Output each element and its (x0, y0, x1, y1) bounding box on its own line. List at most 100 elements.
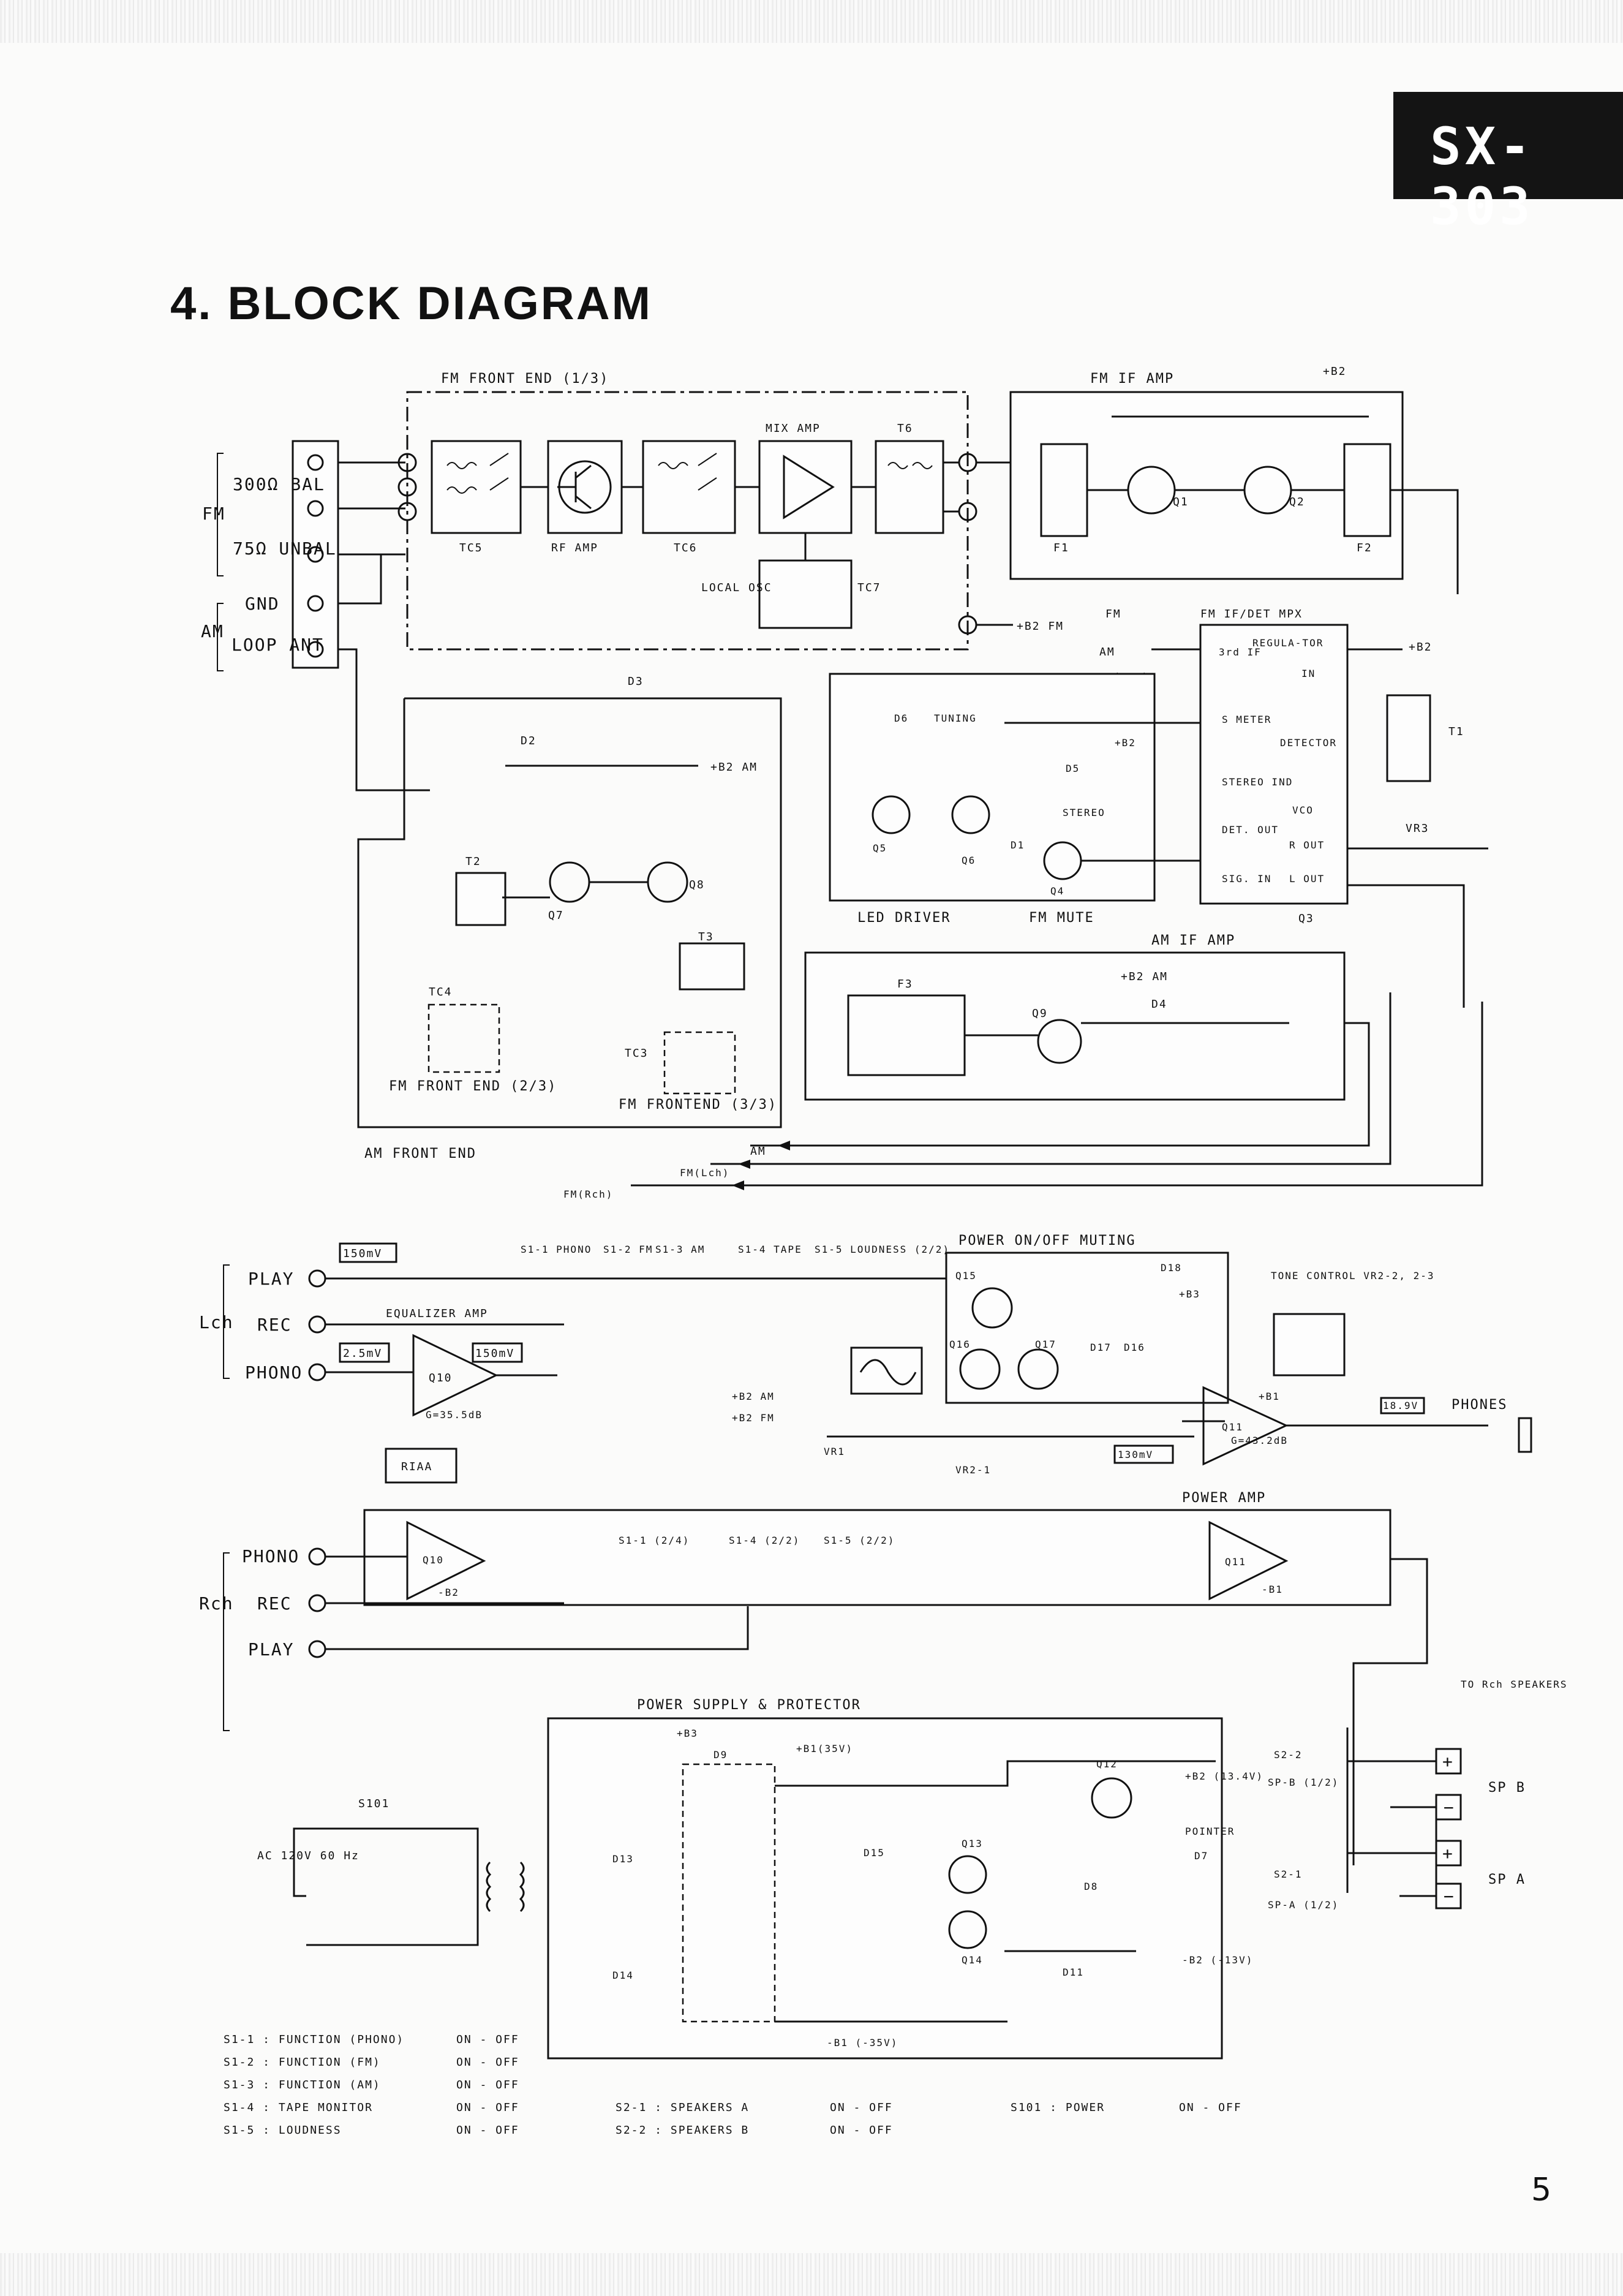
r-s1-4-label: S1-4 (2/2) (729, 1535, 800, 1546)
pin-3rdif: 3rd IF (1219, 646, 1262, 658)
fm-if-amp: FM IF AMP +B2 F1 F2 Q1 Q2 (976, 365, 1459, 594)
t6-label: T6 (897, 422, 913, 435)
rq11-b1-label: -B1 (1262, 1584, 1283, 1595)
ant-gnd-label: GND (245, 594, 280, 614)
legend-state-4: ON - OFF (456, 2124, 519, 2137)
ps-nb2-label: -B2 (-13V) (1182, 1954, 1253, 1966)
ps-b1-label: +B1(35V) (796, 1743, 853, 1754)
am-if-amp: AM IF AMP F3 Q9 D4 +B2 AM AM FM(Lch) FM(… (563, 933, 1483, 1200)
ant-unbal-label: 75Ω UNBAL (233, 538, 337, 559)
mute-b3-label: +B3 (1179, 1288, 1200, 1300)
rch-rec-label: REC (257, 1593, 292, 1614)
vr1-label: VR1 (824, 1446, 845, 1457)
d1-label: D1 (1011, 839, 1025, 851)
model-tag: SX-303 (1393, 92, 1623, 236)
q6-label: Q6 (962, 855, 976, 866)
pointer-label: POINTER (1185, 1826, 1235, 1837)
ant-bal-label: 300Ω BAL (233, 474, 325, 494)
svg-text:−: − (1444, 1797, 1455, 1818)
q12-label: Q12 (1096, 1758, 1118, 1770)
tc5-label: TC5 (459, 542, 483, 554)
d17-label: D17 (1090, 1342, 1112, 1353)
scan-noise-top (0, 0, 1623, 43)
eq-amp-label: EQUALIZER AMP (386, 1307, 488, 1320)
q2-label: Q2 (1289, 496, 1305, 508)
d16-label: D16 (1124, 1342, 1145, 1353)
page-title: 4. BLOCK DIAGRAM (170, 278, 652, 330)
legend-state-3: ON - OFF (456, 2101, 519, 2114)
legend2-sw-0: S2-1 : SPEAKERS A (616, 2101, 749, 2114)
rch-power-amp: POWER AMP Q10 Q11 S1-1 (2/4) S1-4 (2/2) … (325, 1490, 1567, 1865)
pin-regulator: REGULA-TOR (1252, 637, 1324, 649)
r-s1-5-label: S1-5 (2/2) (824, 1535, 895, 1546)
q7-label: Q7 (548, 909, 564, 922)
lvl-play: 150mV (343, 1247, 382, 1260)
q14-label: Q14 (962, 1954, 983, 1966)
pin-in: IN (1301, 668, 1316, 679)
lvl-phono: 2.5mV (343, 1347, 382, 1360)
f1-label: F1 (1053, 542, 1069, 554)
s1-2-label: S1-2 FM (603, 1244, 653, 1255)
legend-state-0: ON - OFF (456, 2033, 519, 2046)
if-b2-label: +B2 (1323, 365, 1347, 378)
d2-label: D2 (521, 734, 537, 747)
q4-label: Q4 (1050, 885, 1064, 897)
lch-phono-label: PHONO (245, 1362, 303, 1383)
s1-5-label: S1-5 LOUDNESS (2/2) (815, 1244, 950, 1255)
lvl-pre: 130mV (1118, 1449, 1153, 1460)
rch-play-label: PLAY (248, 1639, 294, 1660)
pa-b1-label: +B1 (1259, 1391, 1280, 1402)
phones-label: PHONES (1452, 1397, 1507, 1413)
vr2-1-label: VR2-1 (955, 1464, 991, 1476)
spb-half-label: SP-B (1/2) (1268, 1777, 1339, 1788)
led-driver-label: LED DRIVER (857, 910, 951, 926)
lch-label: Lch (199, 1312, 234, 1332)
lvl-eq: 150mV (475, 1347, 514, 1360)
speaker-section: S2-2 SP-B (1/2) S2-1 SP-A (1/2) +− +− SP… (1268, 1728, 1524, 1911)
q1-label: Q1 (1173, 496, 1189, 508)
fm-if-amp-label: FM IF AMP (1090, 371, 1174, 387)
s1-1-label: S1-1 PHONO (521, 1244, 592, 1255)
legend3-sw: S101 : POWER (1011, 2101, 1105, 2114)
mix-amp-label: MIX AMP (766, 422, 821, 435)
legend: S1-1 : FUNCTION (PHONO) ON - OFF S1-2 : … (224, 2033, 1242, 2137)
power-muting: POWER ON/OFF MUTING Q15 Q16 Q17 D18 D16 … (945, 1233, 1229, 1404)
d9-label: D9 (714, 1749, 728, 1761)
q11-label: Q11 (1222, 1421, 1243, 1433)
legend-state-2: ON - OFF (456, 2079, 519, 2091)
ps-nb1-label: -B1 (-35V) (827, 2037, 898, 2049)
fm-front-end-3-label: FM FRONTEND (3/3) (619, 1097, 777, 1112)
ac-label: AC 120V 60 Hz (257, 1849, 360, 1862)
legend2-state-1: ON - OFF (830, 2124, 893, 2137)
r-s1-1-label: S1-1 (2/4) (619, 1535, 690, 1546)
fe-b2fm-label: +B2 FM (1017, 620, 1064, 633)
pin-lout: L OUT (1289, 873, 1325, 885)
vr3-label: VR3 (1406, 822, 1429, 835)
local-osc-label: LOCAL OSC (701, 581, 772, 594)
legend2-state-0: ON - OFF (830, 2101, 893, 2114)
s2-1-label: S2-1 (1274, 1868, 1303, 1880)
model-tag-text: SX-303 (1430, 116, 1534, 236)
s1-4-label: S1-4 TAPE (738, 1244, 802, 1255)
d6-label: D6 (894, 712, 908, 724)
sw-am-label: AM (1099, 646, 1115, 659)
pin-sigin: SIG. IN (1222, 873, 1271, 885)
s2-2-label: S2-2 (1274, 1749, 1303, 1761)
fm-if-det-mpx: FM IF/DET MPX 3rd IF REGULA-TOR IN S MET… (1078, 608, 1488, 1008)
page-number: 5 (1531, 2172, 1552, 2208)
legend3-state: ON - OFF (1179, 2101, 1242, 2114)
svg-text:+: + (1442, 1751, 1454, 1772)
svg-text:−: − (1444, 1886, 1455, 1906)
legend-state-1: ON - OFF (456, 2056, 519, 2069)
am-front-end: AM FRONT END T2 Q7 Q8 T3 TC4 TC3 FM FRON… (357, 675, 782, 1161)
rch-phono-label: PHONO (242, 1546, 299, 1566)
ps-b2-label: +B2 (13.4V) (1185, 1770, 1263, 1782)
led-driver: LED DRIVER FM MUTE D6 TUNING D5 STEREO +… (829, 673, 1200, 926)
d15-label: D15 (864, 1847, 885, 1859)
legend-sw-1: S1-2 : FUNCTION (FM) (224, 2056, 381, 2069)
svg-text:+: + (1442, 1843, 1454, 1864)
fm-front-end-2-label: FM FRONT END (2/3) (389, 1079, 557, 1094)
am-if-amp-label: AM IF AMP (1151, 933, 1235, 948)
antenna-terminal: 300Ω BAL FM 75Ω UNBAL AM GND LOOP ANT (201, 440, 430, 791)
